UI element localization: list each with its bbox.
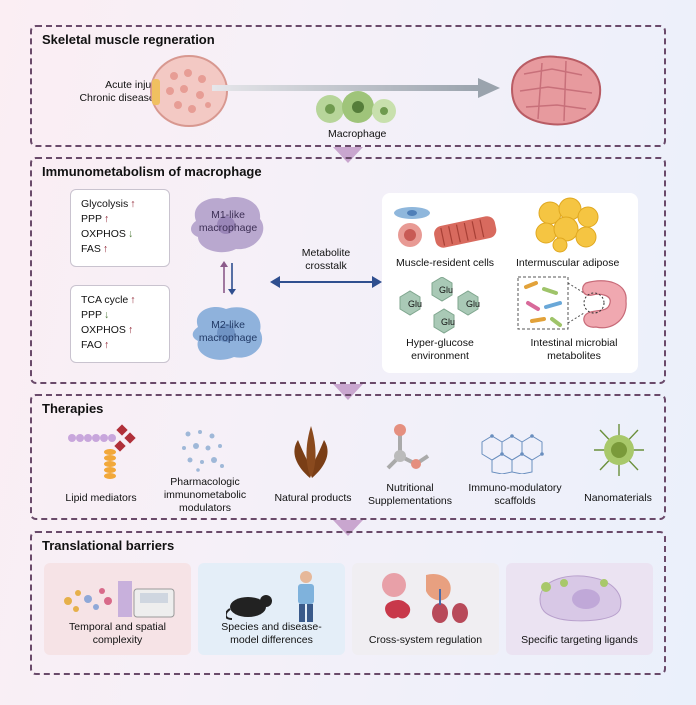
injury-labels: Acute injury Chronic diseases bbox=[48, 79, 160, 105]
injured-muscle-icon bbox=[150, 55, 228, 127]
metabolism-row: PPP↓ bbox=[81, 308, 110, 321]
up-arrow-icon: ↑ bbox=[130, 197, 136, 210]
m1-macrophage-icon bbox=[191, 197, 264, 253]
barrier-label: Cross-system regulation bbox=[368, 634, 483, 646]
intestinal-microbes-icon bbox=[517, 276, 627, 330]
up-arrow-icon: ↑ bbox=[130, 293, 136, 306]
adipose-label: Intermuscular adipose bbox=[516, 257, 620, 269]
crosstalk-double-arrow bbox=[270, 276, 382, 288]
m2-label: M2-like macrophage bbox=[198, 319, 258, 344]
barrier-card: Specific targeting ligands bbox=[506, 563, 653, 655]
metabolism-row: FAS↑ bbox=[81, 242, 109, 255]
m1-metabolism-box: Glycolysis↑ PPP↑ OXPHOS↓ FAS↑ bbox=[70, 189, 170, 267]
metabolism-row: Glycolysis↑ bbox=[81, 197, 136, 210]
targeting-ligands-icon bbox=[539, 575, 622, 622]
acute-injury-label: Acute injury bbox=[105, 79, 160, 91]
therapy-label: Nanomaterials bbox=[584, 492, 652, 504]
barrier-label: Temporal and spatial complexity bbox=[69, 621, 166, 646]
polarization-arrows bbox=[220, 261, 236, 295]
up-arrow-icon: ↑ bbox=[104, 212, 110, 225]
barrier-card: Temporal and spatial complexity bbox=[44, 563, 191, 655]
barrier-label: Specific targeting ligands bbox=[521, 634, 638, 646]
panel-therapies: Therapies Lipid mediators Pharmacologic … bbox=[30, 394, 666, 520]
m1-label: M1-like macrophage bbox=[198, 209, 258, 234]
metabolism-row: TCA cycle↑ bbox=[81, 293, 136, 306]
metabolism-row: OXPHOS↓ bbox=[81, 227, 134, 240]
down-chevron-1 bbox=[333, 147, 363, 163]
chronic-diseases-label: Chronic diseases bbox=[79, 92, 160, 104]
down-arrow-icon: ↓ bbox=[127, 227, 134, 240]
glu-label: Glu bbox=[441, 317, 456, 327]
glu-label: Glu bbox=[439, 285, 454, 295]
panel-immunometabolism: Immunometabolism of macrophage Glycolysi… bbox=[30, 157, 666, 384]
m2-macrophage-icon bbox=[192, 307, 263, 360]
nanomaterial-icon bbox=[594, 424, 644, 476]
down-chevron-2 bbox=[333, 384, 363, 400]
up-arrow-icon: ↑ bbox=[102, 242, 109, 255]
panel-title: Skeletal muscle regneration bbox=[42, 32, 215, 47]
glucose-hexagons-icon bbox=[399, 277, 479, 334]
up-arrow-icon: ↑ bbox=[104, 338, 110, 351]
complexity-icon bbox=[64, 581, 175, 618]
glucose-label: Hyper-glucose environment bbox=[406, 337, 474, 362]
glu-label: Glu bbox=[408, 299, 423, 309]
barrier-card: Cross-system regulation bbox=[352, 563, 499, 655]
pharmacologic-particles-icon bbox=[182, 430, 224, 472]
therapy-label: Pharmacologic immunometabolic modulators bbox=[163, 476, 247, 514]
metabolism-row: FAO↑ bbox=[81, 338, 110, 351]
panel-skeletal-muscle-regeneration: Skeletal muscle regneration Acute injury… bbox=[30, 25, 666, 147]
lipid-mediators-icon bbox=[68, 424, 136, 479]
microbial-label: Intestinal microbial metabolites bbox=[530, 337, 618, 362]
mouse-human-icon bbox=[226, 571, 314, 622]
panel-title: Immunometabolism of macrophage bbox=[42, 164, 262, 179]
metabolism-row: PPP↑ bbox=[81, 212, 110, 225]
m2-metabolism-box: TCA cycle↑ PPP↓ OXPHOS↑ FAO↑ bbox=[70, 285, 170, 363]
crosstalk-label: Metabolite crosstalk bbox=[301, 247, 351, 272]
natural-products-icon bbox=[294, 426, 328, 478]
muscle-resident-cells-icon bbox=[394, 207, 497, 248]
regeneration-arrow bbox=[212, 78, 500, 98]
scaffold-lattice-icon bbox=[481, 434, 544, 474]
therapy-label: Immuno-modulatory scaffolds bbox=[468, 482, 562, 507]
healthy-muscle-icon bbox=[510, 55, 602, 126]
therapy-label: Natural products bbox=[274, 492, 352, 504]
down-arrow-icon: ↓ bbox=[104, 308, 110, 321]
nutritional-molecule-icon bbox=[386, 424, 430, 470]
metabolism-row: OXPHOS↑ bbox=[81, 323, 134, 336]
organs-icon bbox=[382, 573, 468, 623]
adipose-icon bbox=[535, 197, 599, 253]
down-chevron-3 bbox=[333, 520, 363, 536]
therapy-label: Lipid mediators bbox=[65, 492, 137, 504]
glu-label: Glu bbox=[466, 299, 481, 309]
up-arrow-icon: ↑ bbox=[127, 323, 134, 336]
panel-translational-barriers: Translational barriers Temporal and spat… bbox=[30, 531, 666, 675]
macrophage-label: Macrophage bbox=[328, 128, 387, 140]
barrier-card: Species and disease- model differences bbox=[198, 563, 345, 655]
panel-title: Therapies bbox=[42, 401, 104, 416]
therapy-label: Nutritional Supplementations bbox=[367, 482, 453, 507]
panel-title: Translational barriers bbox=[42, 538, 175, 553]
macrophage-icon bbox=[316, 91, 396, 123]
muscle-cells-label: Muscle-resident cells bbox=[396, 257, 495, 269]
barrier-label: Species and disease- model differences bbox=[221, 621, 322, 646]
